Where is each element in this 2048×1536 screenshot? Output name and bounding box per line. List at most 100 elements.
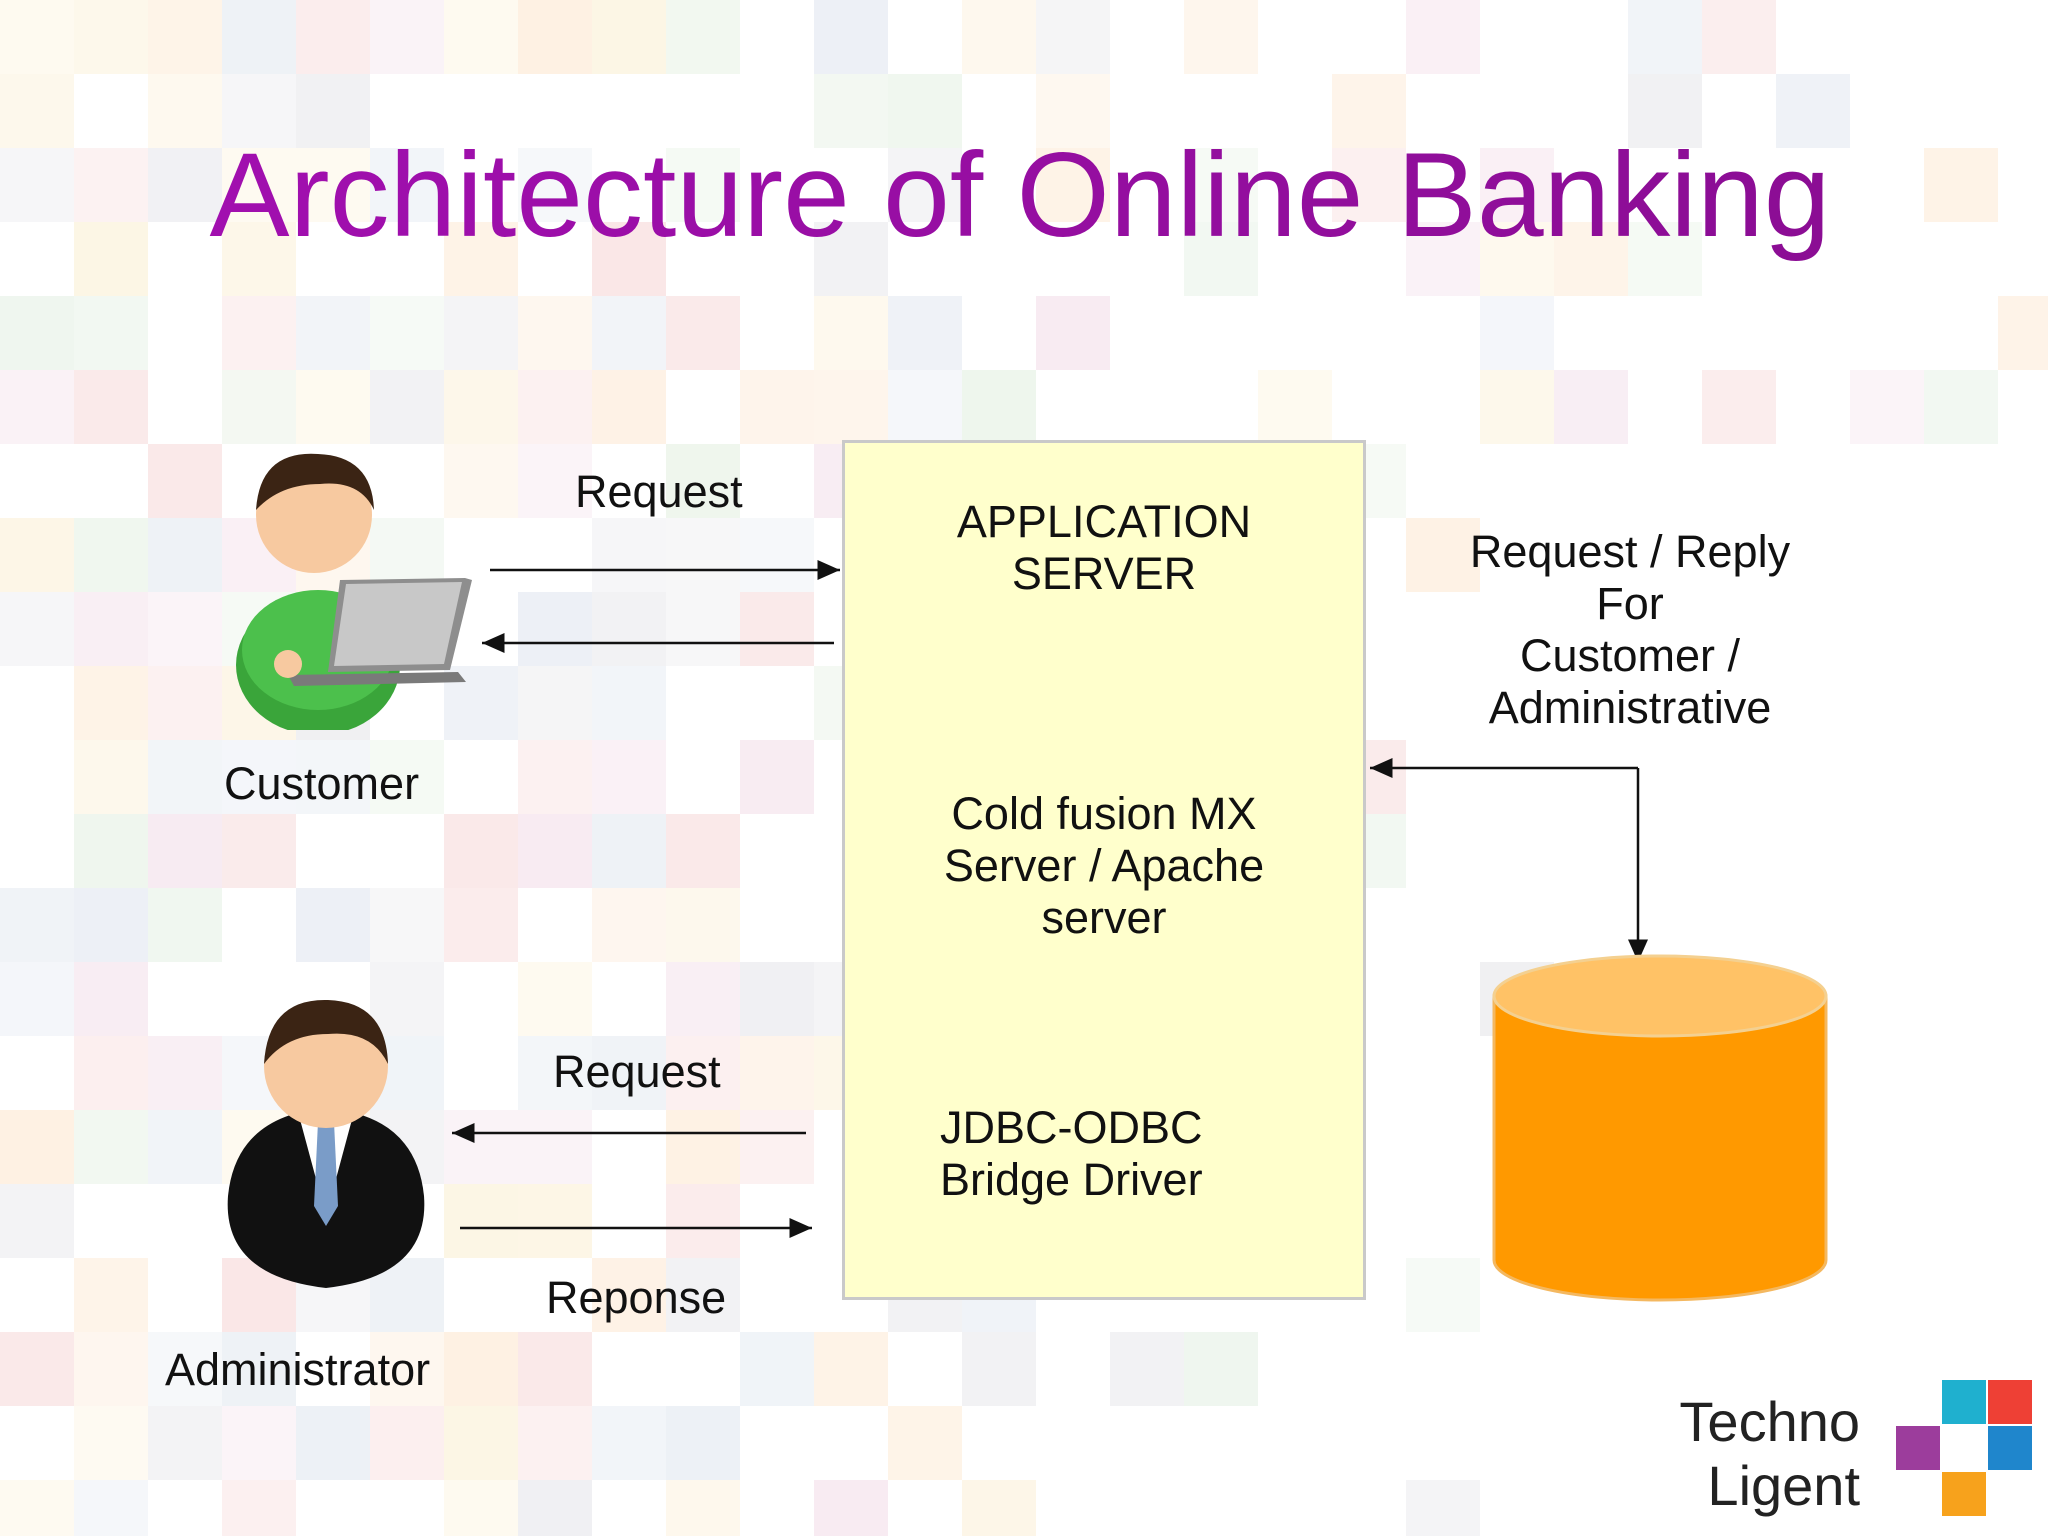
mosaic-tile — [518, 592, 592, 666]
logo-square — [1942, 1380, 1986, 1424]
mosaic-tile — [1480, 222, 1554, 296]
server-title-line: APPLICATION — [956, 496, 1252, 547]
mosaic-tile — [0, 296, 74, 370]
mosaic-tile — [814, 0, 888, 74]
slide-title: Architecture of Online Banking — [150, 120, 1890, 270]
mosaic-tile — [296, 148, 370, 222]
mosaic-tile — [666, 1110, 740, 1184]
mosaic-tile — [74, 0, 148, 74]
server-title-line: SERVER — [1011, 548, 1197, 599]
mosaic-tile — [1406, 222, 1480, 296]
mosaic-tile — [740, 370, 814, 444]
mosaic-tile — [148, 1036, 222, 1110]
mosaic-tile — [1924, 370, 1998, 444]
mosaic-tile — [444, 296, 518, 370]
mosaic-tile — [222, 740, 296, 814]
mosaic-tile — [518, 1406, 592, 1480]
customer-label: Customer — [224, 758, 420, 809]
mosaic-tile — [666, 592, 740, 666]
mosaic-tile — [518, 370, 592, 444]
mosaic-tile — [592, 0, 666, 74]
logo-text-line: Ligent — [1707, 1454, 1860, 1517]
administrator-icon — [227, 999, 425, 1288]
mosaic-tile — [74, 962, 148, 1036]
mosaic-tile — [148, 888, 222, 962]
mosaic-tile — [962, 1480, 1036, 1536]
mosaic-tile — [518, 1036, 592, 1110]
logo-square — [1896, 1426, 1940, 1470]
mosaic-tile — [74, 1036, 148, 1110]
mosaic-tile — [666, 1184, 740, 1258]
mosaic-tile — [592, 370, 666, 444]
database-cylinder-icon — [1492, 954, 1828, 1302]
admin-response-label: Reponse — [546, 1272, 727, 1323]
mosaic-tile — [962, 1332, 1036, 1406]
mosaic-tile — [222, 0, 296, 74]
mosaic-tile — [1702, 0, 1776, 74]
customer-request-label: Request — [575, 466, 743, 517]
logo-square — [1988, 1380, 2032, 1424]
mosaic-tile — [1628, 0, 1702, 74]
mosaic-tile — [518, 1332, 592, 1406]
mosaic-tile — [148, 1110, 222, 1184]
mosaic-tile — [518, 814, 592, 888]
mosaic-tile — [74, 1480, 148, 1536]
mosaic-tile — [666, 1258, 740, 1332]
mosaic-tile — [962, 0, 1036, 74]
mosaic-tile — [74, 888, 148, 962]
mosaic-tile — [814, 1480, 888, 1536]
mosaic-tile — [1110, 1332, 1184, 1406]
mosaic-tile — [74, 148, 148, 222]
mosaic-tile — [0, 1184, 74, 1258]
mosaic-tile — [370, 370, 444, 444]
mosaic-tile — [222, 370, 296, 444]
mosaic-tile — [296, 370, 370, 444]
server-title: APPLICATION SERVER — [842, 496, 1366, 600]
mosaic-tile — [370, 1332, 444, 1406]
server-engine-line: server — [1041, 892, 1167, 943]
mosaic-tile — [666, 0, 740, 74]
mosaic-tile — [296, 740, 370, 814]
database-caption-line: Administrative — [1488, 682, 1772, 733]
mosaic-tile — [444, 1480, 518, 1536]
mosaic-tile — [0, 518, 74, 592]
mosaic-tile — [296, 888, 370, 962]
mosaic-tile — [74, 1332, 148, 1406]
mosaic-tile — [444, 222, 518, 296]
mosaic-tile — [518, 148, 592, 222]
mosaic-tile — [370, 1406, 444, 1480]
mosaic-tile — [666, 1480, 740, 1536]
mosaic-tile — [222, 814, 296, 888]
mosaic-tile — [1924, 148, 1998, 222]
mosaic-tile — [666, 148, 740, 222]
mosaic-tile — [888, 74, 962, 148]
mosaic-tile — [740, 740, 814, 814]
mosaic-tile — [592, 740, 666, 814]
mosaic-tile — [222, 1406, 296, 1480]
mosaic-tile — [74, 1258, 148, 1332]
mosaic-tile — [444, 444, 518, 518]
mosaic-tile — [1036, 74, 1110, 148]
mosaic-tile — [1036, 296, 1110, 370]
mosaic-tile — [370, 0, 444, 74]
mosaic-tile — [296, 74, 370, 148]
mosaic-tile — [148, 740, 222, 814]
mosaic-tile — [1184, 0, 1258, 74]
mosaic-tile — [444, 0, 518, 74]
mosaic-tile — [1036, 0, 1110, 74]
mosaic-tile — [148, 0, 222, 74]
mosaic-tile — [592, 296, 666, 370]
mosaic-tile — [444, 814, 518, 888]
mosaic-tile — [814, 222, 888, 296]
mosaic-tile — [370, 148, 444, 222]
mosaic-tile — [1406, 0, 1480, 74]
server-engine-text: Cold fusion MX Server / Apache server — [842, 788, 1366, 944]
mosaic-tile — [0, 370, 74, 444]
mosaic-tile — [518, 740, 592, 814]
mosaic-tile — [666, 518, 740, 592]
mosaic-tile — [518, 296, 592, 370]
logo-text-line: Techno — [1679, 1390, 1860, 1453]
mosaic-tile — [592, 222, 666, 296]
mosaic-tile — [296, 296, 370, 370]
mosaic-tile — [518, 444, 592, 518]
